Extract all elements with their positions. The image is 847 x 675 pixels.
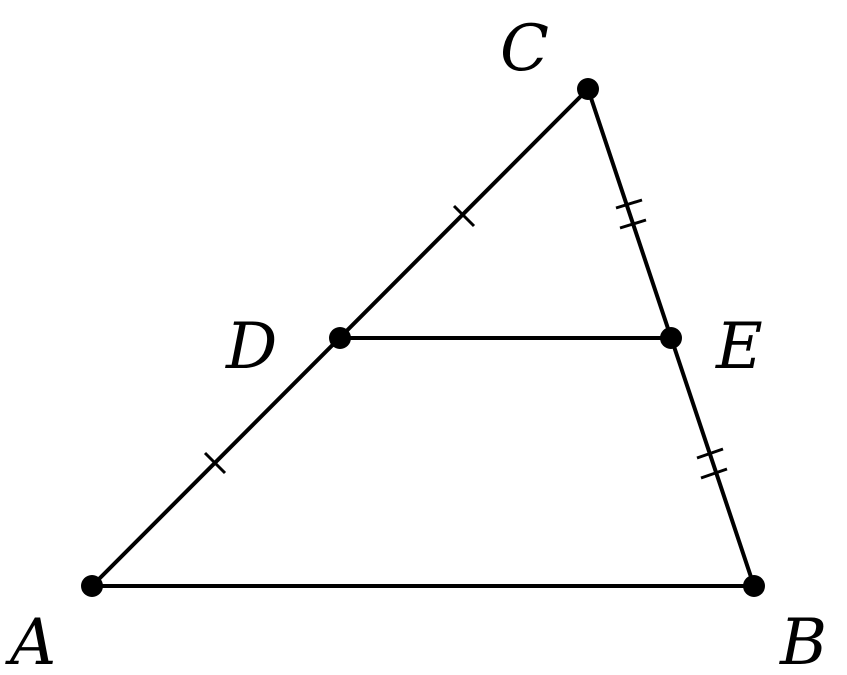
label-b: B [779,606,827,675]
point-c [577,78,599,100]
label-d: D [225,310,277,384]
tick-mark-ad [203,451,227,475]
double-tick-mark-ce-1 [615,198,643,210]
point-e [660,327,682,349]
point-a [81,575,103,597]
double-tick-mark-eb-1 [696,447,724,460]
double-tick-mark-ce-2 [619,218,647,230]
point-b [743,575,765,597]
double-tick-mark-eb-2 [700,467,728,480]
point-d [329,327,351,349]
label-e: E [715,310,763,384]
label-a: A [5,606,56,675]
label-c: C [500,12,549,86]
tick-mark-dc [452,204,476,228]
